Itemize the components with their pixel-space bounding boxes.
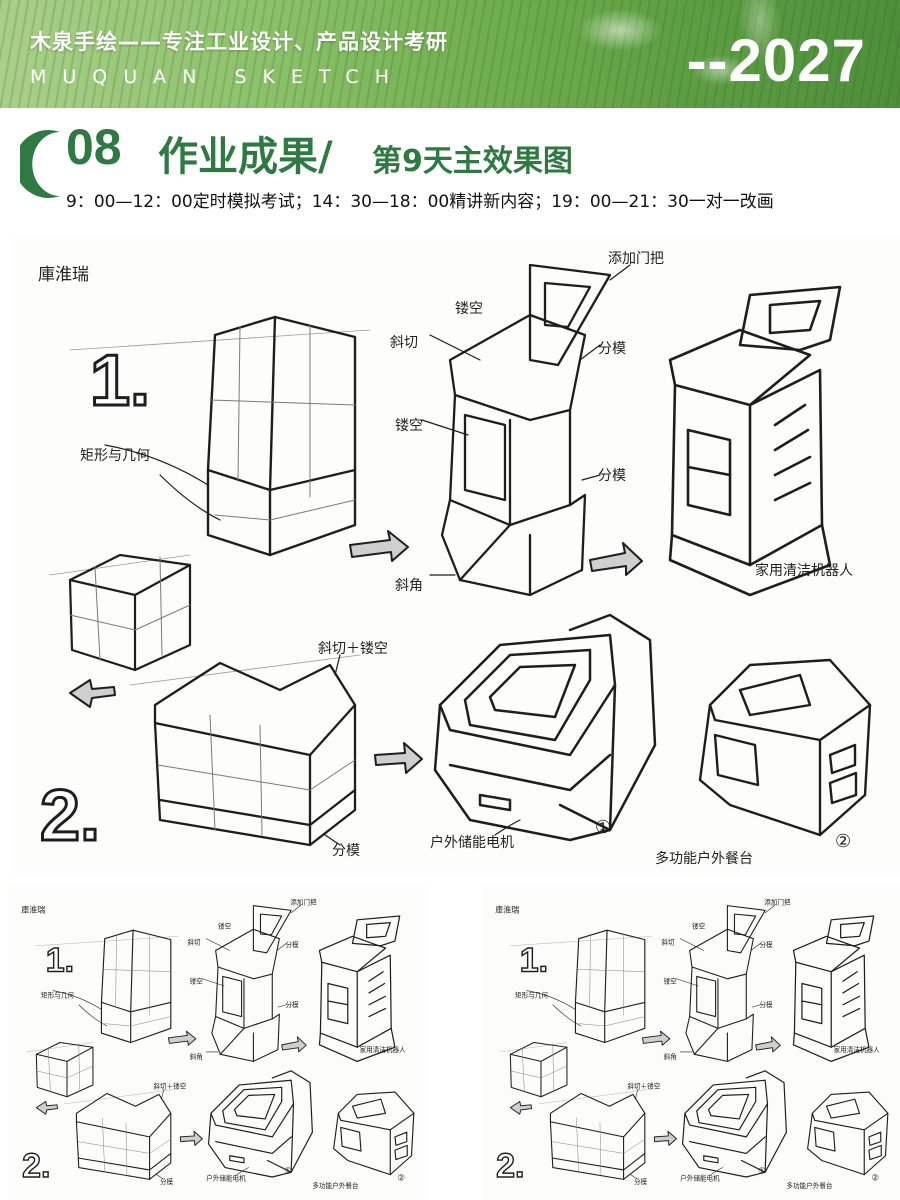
thumbnail-label-bevel: 斜角 [190, 1052, 203, 1061]
title-main: 作业成果/ [158, 134, 333, 180]
thumbnail-label-split-bottom: 分模 [160, 1177, 174, 1186]
crescent-icon [20, 130, 60, 198]
thumbnail-label-add-handle: 添加门把 [764, 898, 791, 907]
schedule-text: 9：00—12：00定时模拟考试；14：30—18：00精讲新内容；19：00—… [66, 192, 774, 212]
marker-two: ② [835, 831, 851, 852]
label-split-mid: 分模 [598, 468, 626, 484]
thumbnail-label-rect-base: 矩形与几何 [515, 991, 548, 1000]
thumbnail-label-hollow-mid: 镂空 [664, 977, 678, 986]
thumbnail-label-chamfer-hollow: 斜切＋镂空 [153, 1082, 186, 1091]
thumbnail-label-add-handle: 添加门把 [290, 898, 317, 907]
thumbnail-label-split-top: 分模 [759, 940, 773, 949]
label-split-top: 分模 [598, 341, 626, 357]
title-number: 08 [66, 119, 122, 175]
thumbnail-label-home-robot: 家用清洁机器人 [834, 1045, 881, 1054]
thumbnail-marker-one: ① [284, 1167, 292, 1177]
thumbnail-step-one-number: 1. [520, 942, 548, 980]
step-two-number: 2. [40, 776, 100, 856]
thumbnail-label-hollow-mid: 镂空 [190, 977, 204, 986]
thumbnail-author-name: 庫淮瑞 [21, 905, 45, 915]
thumbnail-step-two-number: 2. [22, 1147, 50, 1185]
label-hollow-mid: 镂空 [395, 418, 423, 434]
thumbnail-label-multi: 多功能户外餐台 [312, 1181, 359, 1190]
thumbnail-marker-one: ① [758, 1167, 766, 1177]
label-hollow-top: 镂空 [455, 301, 483, 317]
thumbnail-label-split-top: 分模 [285, 940, 299, 949]
thumbnail-step-two-number: 2. [496, 1147, 524, 1185]
main-sketch-image: 1. 2. 庫淮瑞 添加门把 镂空 斜切 分模 镂空 分模 斜角 矩形与几何 家… [10, 235, 900, 875]
thumbnail-label-split-mid: 分模 [759, 1000, 773, 1009]
thumbnail-sketch-right: 1. 2. 庫淮瑞 添加门把 镂空 斜切 分模 镂空 分模 斜角 矩形与几何 家… [482, 885, 900, 1200]
brand-line: 木泉手绘——专注工业设计、产品设计考研 [30, 30, 448, 54]
label-chamfer-top: 斜切 [390, 335, 418, 351]
year-label: --2027 [686, 27, 866, 94]
label-rect-base: 矩形与几何 [80, 448, 150, 464]
label-split-bottom: 分模 [332, 843, 360, 859]
thumbnail-label-outdoor: 户外储能电机 [206, 1173, 246, 1182]
label-add-handle: 添加门把 [608, 251, 664, 267]
thumbnail-marker-two: ② [871, 1173, 879, 1183]
thumbnail-label-multi: 多功能户外餐台 [786, 1181, 833, 1190]
label-home-robot: 家用清洁机器人 [755, 562, 853, 579]
label-outdoor: 户外储能电机 [430, 834, 514, 851]
thumbnail-label-home-robot: 家用清洁机器人 [360, 1045, 407, 1054]
author-name: 庫淮瑞 [38, 265, 89, 285]
thumbnail-label-split-mid: 分模 [285, 1000, 299, 1009]
brand-subtitle: MUQUAN SKETCH [30, 66, 405, 88]
marker-one: ① [595, 817, 611, 838]
thumbnail-label-hollow-top: 镂空 [218, 921, 232, 930]
thumbnail-marker-two: ② [397, 1173, 405, 1183]
thumbnail-label-chamfer-top: 斜切 [661, 937, 675, 946]
thumbnail-step-one-number: 1. [46, 942, 74, 980]
thumbnail-sketch-left: 1. 2. 庫淮瑞 添加门把 镂空 斜切 分模 镂空 分模 斜角 矩形与几何 家… [8, 885, 428, 1200]
label-multi: 多功能户外餐台 [655, 850, 753, 867]
thumbnail-label-chamfer-hollow: 斜切＋镂空 [627, 1082, 660, 1091]
label-bevel: 斜角 [395, 578, 423, 594]
thumbnail-label-chamfer-top: 斜切 [187, 937, 201, 946]
title-subtitle: 第9天主效果图 [372, 144, 573, 179]
thumbnail-author-name: 庫淮瑞 [495, 905, 519, 915]
thumbnail-label-bevel: 斜角 [664, 1052, 677, 1061]
step-one-number: 1. [90, 341, 150, 421]
thumbnail-label-hollow-top: 镂空 [692, 921, 706, 930]
thumbnail-label-split-bottom: 分模 [634, 1177, 648, 1186]
thumbnail-label-outdoor: 户外储能电机 [680, 1173, 720, 1182]
header-banner: 木泉手绘——专注工业设计、产品设计考研 MUQUAN SKETCH --2027 [0, 0, 900, 108]
label-chamfer-hollow: 斜切＋镂空 [318, 641, 388, 657]
thumbnail-label-rect-base: 矩形与几何 [41, 991, 74, 1000]
